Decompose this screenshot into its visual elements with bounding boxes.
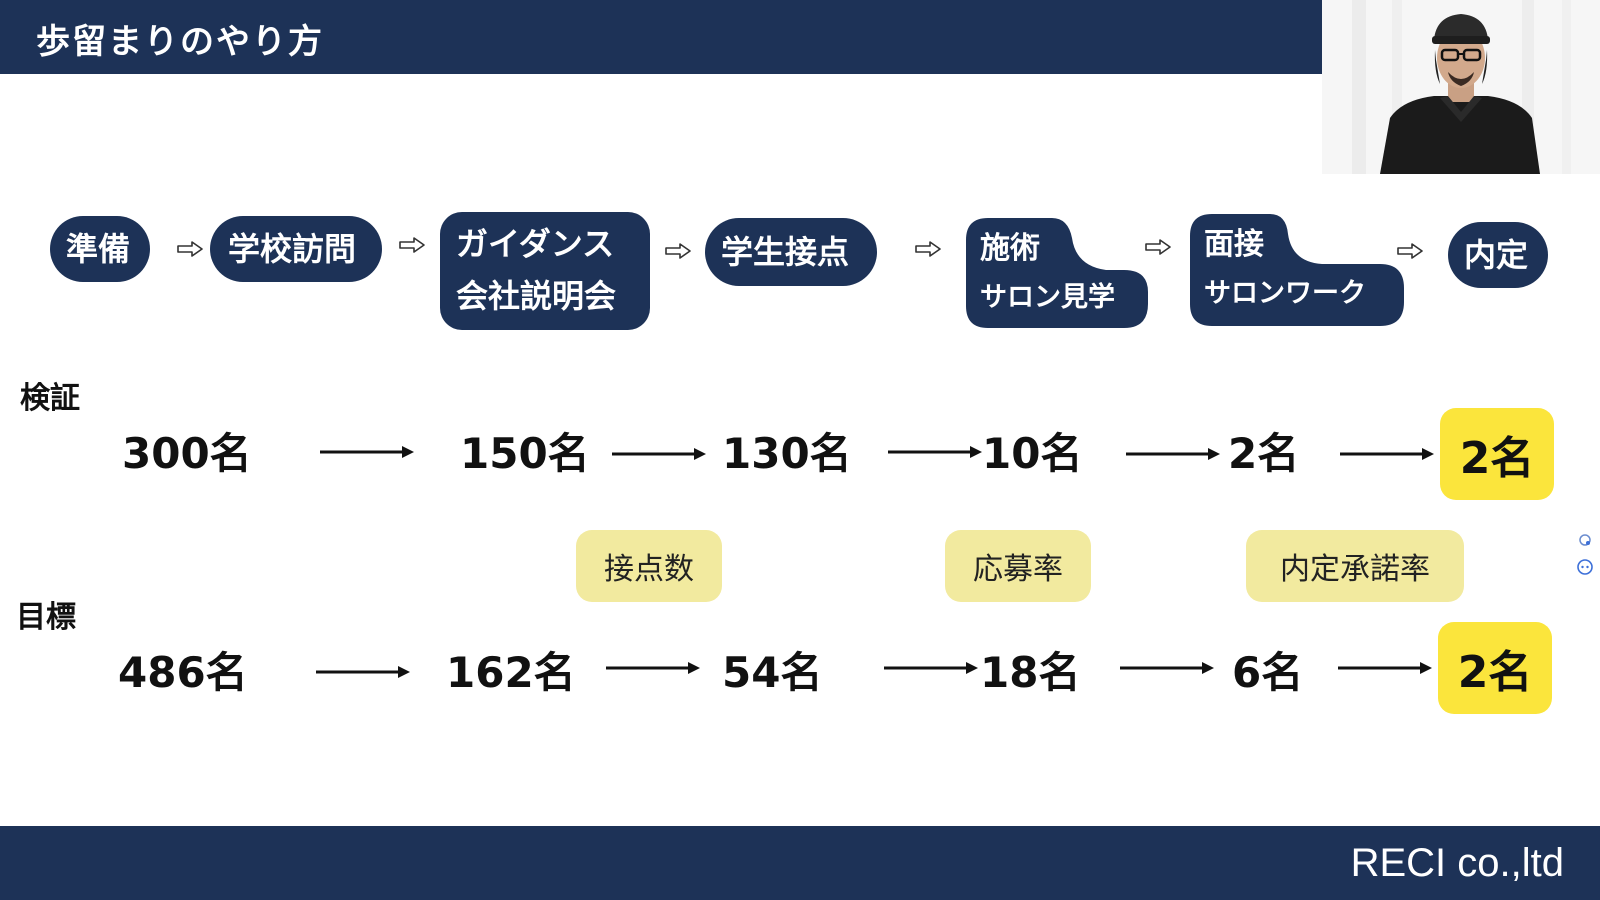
stage-label: サロン見学 bbox=[980, 282, 1115, 313]
page-title: 歩留まりのやり方 bbox=[36, 22, 324, 62]
stage-pill-student-contact: 学生接点 bbox=[705, 218, 877, 286]
arrow-right-icon bbox=[177, 241, 203, 257]
arrow-right-icon bbox=[665, 243, 691, 259]
verification-value: 150名 bbox=[460, 429, 590, 478]
company-name: RECI co.,ltd bbox=[1350, 841, 1564, 885]
stage-label: ガイダンス bbox=[456, 225, 615, 263]
rate-badge-acceptance-rate: 内定承諾率 bbox=[1246, 530, 1464, 602]
stage-label: 学生接点 bbox=[721, 233, 850, 271]
stage-pill-interview: 面接 サロンワーク bbox=[1190, 214, 1404, 326]
target-value: 54名 bbox=[722, 648, 823, 697]
rate-badge-contacts: 接点数 bbox=[576, 530, 722, 602]
stage-shape bbox=[966, 218, 1148, 328]
stage-label: サロンワーク bbox=[1204, 278, 1366, 309]
target-value: 6名 bbox=[1232, 648, 1304, 697]
arrow-right-icon bbox=[316, 666, 410, 678]
verification-value: 130名 bbox=[722, 429, 852, 478]
stage-pill-treatment: 施術 サロン見学 bbox=[966, 218, 1148, 328]
target-value: 18名 bbox=[980, 648, 1081, 697]
arrow-right-icon bbox=[1145, 239, 1171, 255]
verification-value: 10名 bbox=[982, 429, 1083, 478]
arrow-right-icon bbox=[320, 446, 414, 458]
footer-bar: RECI co.,ltd bbox=[0, 826, 1600, 900]
arrow-right-icon bbox=[1397, 243, 1423, 259]
stage-label: 内定 bbox=[1464, 236, 1529, 274]
verification-value: 300名 bbox=[122, 429, 252, 478]
target-value: 162名 bbox=[446, 648, 576, 697]
presenter-illustration bbox=[1322, 0, 1600, 174]
arrow-right-icon bbox=[1120, 662, 1214, 674]
arrow-right-icon bbox=[888, 446, 982, 458]
verification-value: 2名 bbox=[1228, 429, 1300, 478]
arrow-right-icon bbox=[606, 662, 700, 674]
title-bar: 歩留まりのやり方 bbox=[0, 0, 1322, 74]
stage-label: 学校訪問 bbox=[228, 230, 357, 268]
arrow-right-icon bbox=[1340, 448, 1434, 460]
stage-shape bbox=[1190, 214, 1404, 326]
rate-badge-application-rate: 応募率 bbox=[945, 530, 1091, 602]
stage-pill-offer: 内定 bbox=[1448, 222, 1548, 288]
arrow-right-icon bbox=[884, 662, 978, 674]
target-label: 目標 bbox=[16, 600, 76, 635]
stage-label: 面接 bbox=[1204, 227, 1264, 262]
presenter-video bbox=[1322, 0, 1600, 174]
stage-pill-preparation: 準備 bbox=[50, 216, 150, 282]
stage-label: 施術 bbox=[980, 231, 1040, 266]
arrow-right-icon bbox=[915, 241, 941, 257]
arrow-right-icon bbox=[1126, 448, 1220, 460]
arrow-right-icon bbox=[1338, 662, 1432, 674]
stage-pill-school-visit: 学校訪問 bbox=[210, 216, 382, 282]
stage-label: 準備 bbox=[66, 230, 131, 268]
arrow-right-icon bbox=[612, 448, 706, 460]
verification-final-value: 2名 bbox=[1440, 408, 1554, 500]
arrow-right-icon bbox=[399, 237, 425, 253]
target-final-value: 2名 bbox=[1438, 622, 1552, 714]
stage-label: 会社説明会 bbox=[456, 277, 617, 315]
stage-pill-guidance: ガイダンス 会社説明会 bbox=[440, 212, 650, 330]
overlay-tool-icons[interactable] bbox=[1576, 532, 1594, 582]
verification-label: 検証 bbox=[20, 381, 80, 416]
target-value: 486名 bbox=[118, 648, 248, 697]
